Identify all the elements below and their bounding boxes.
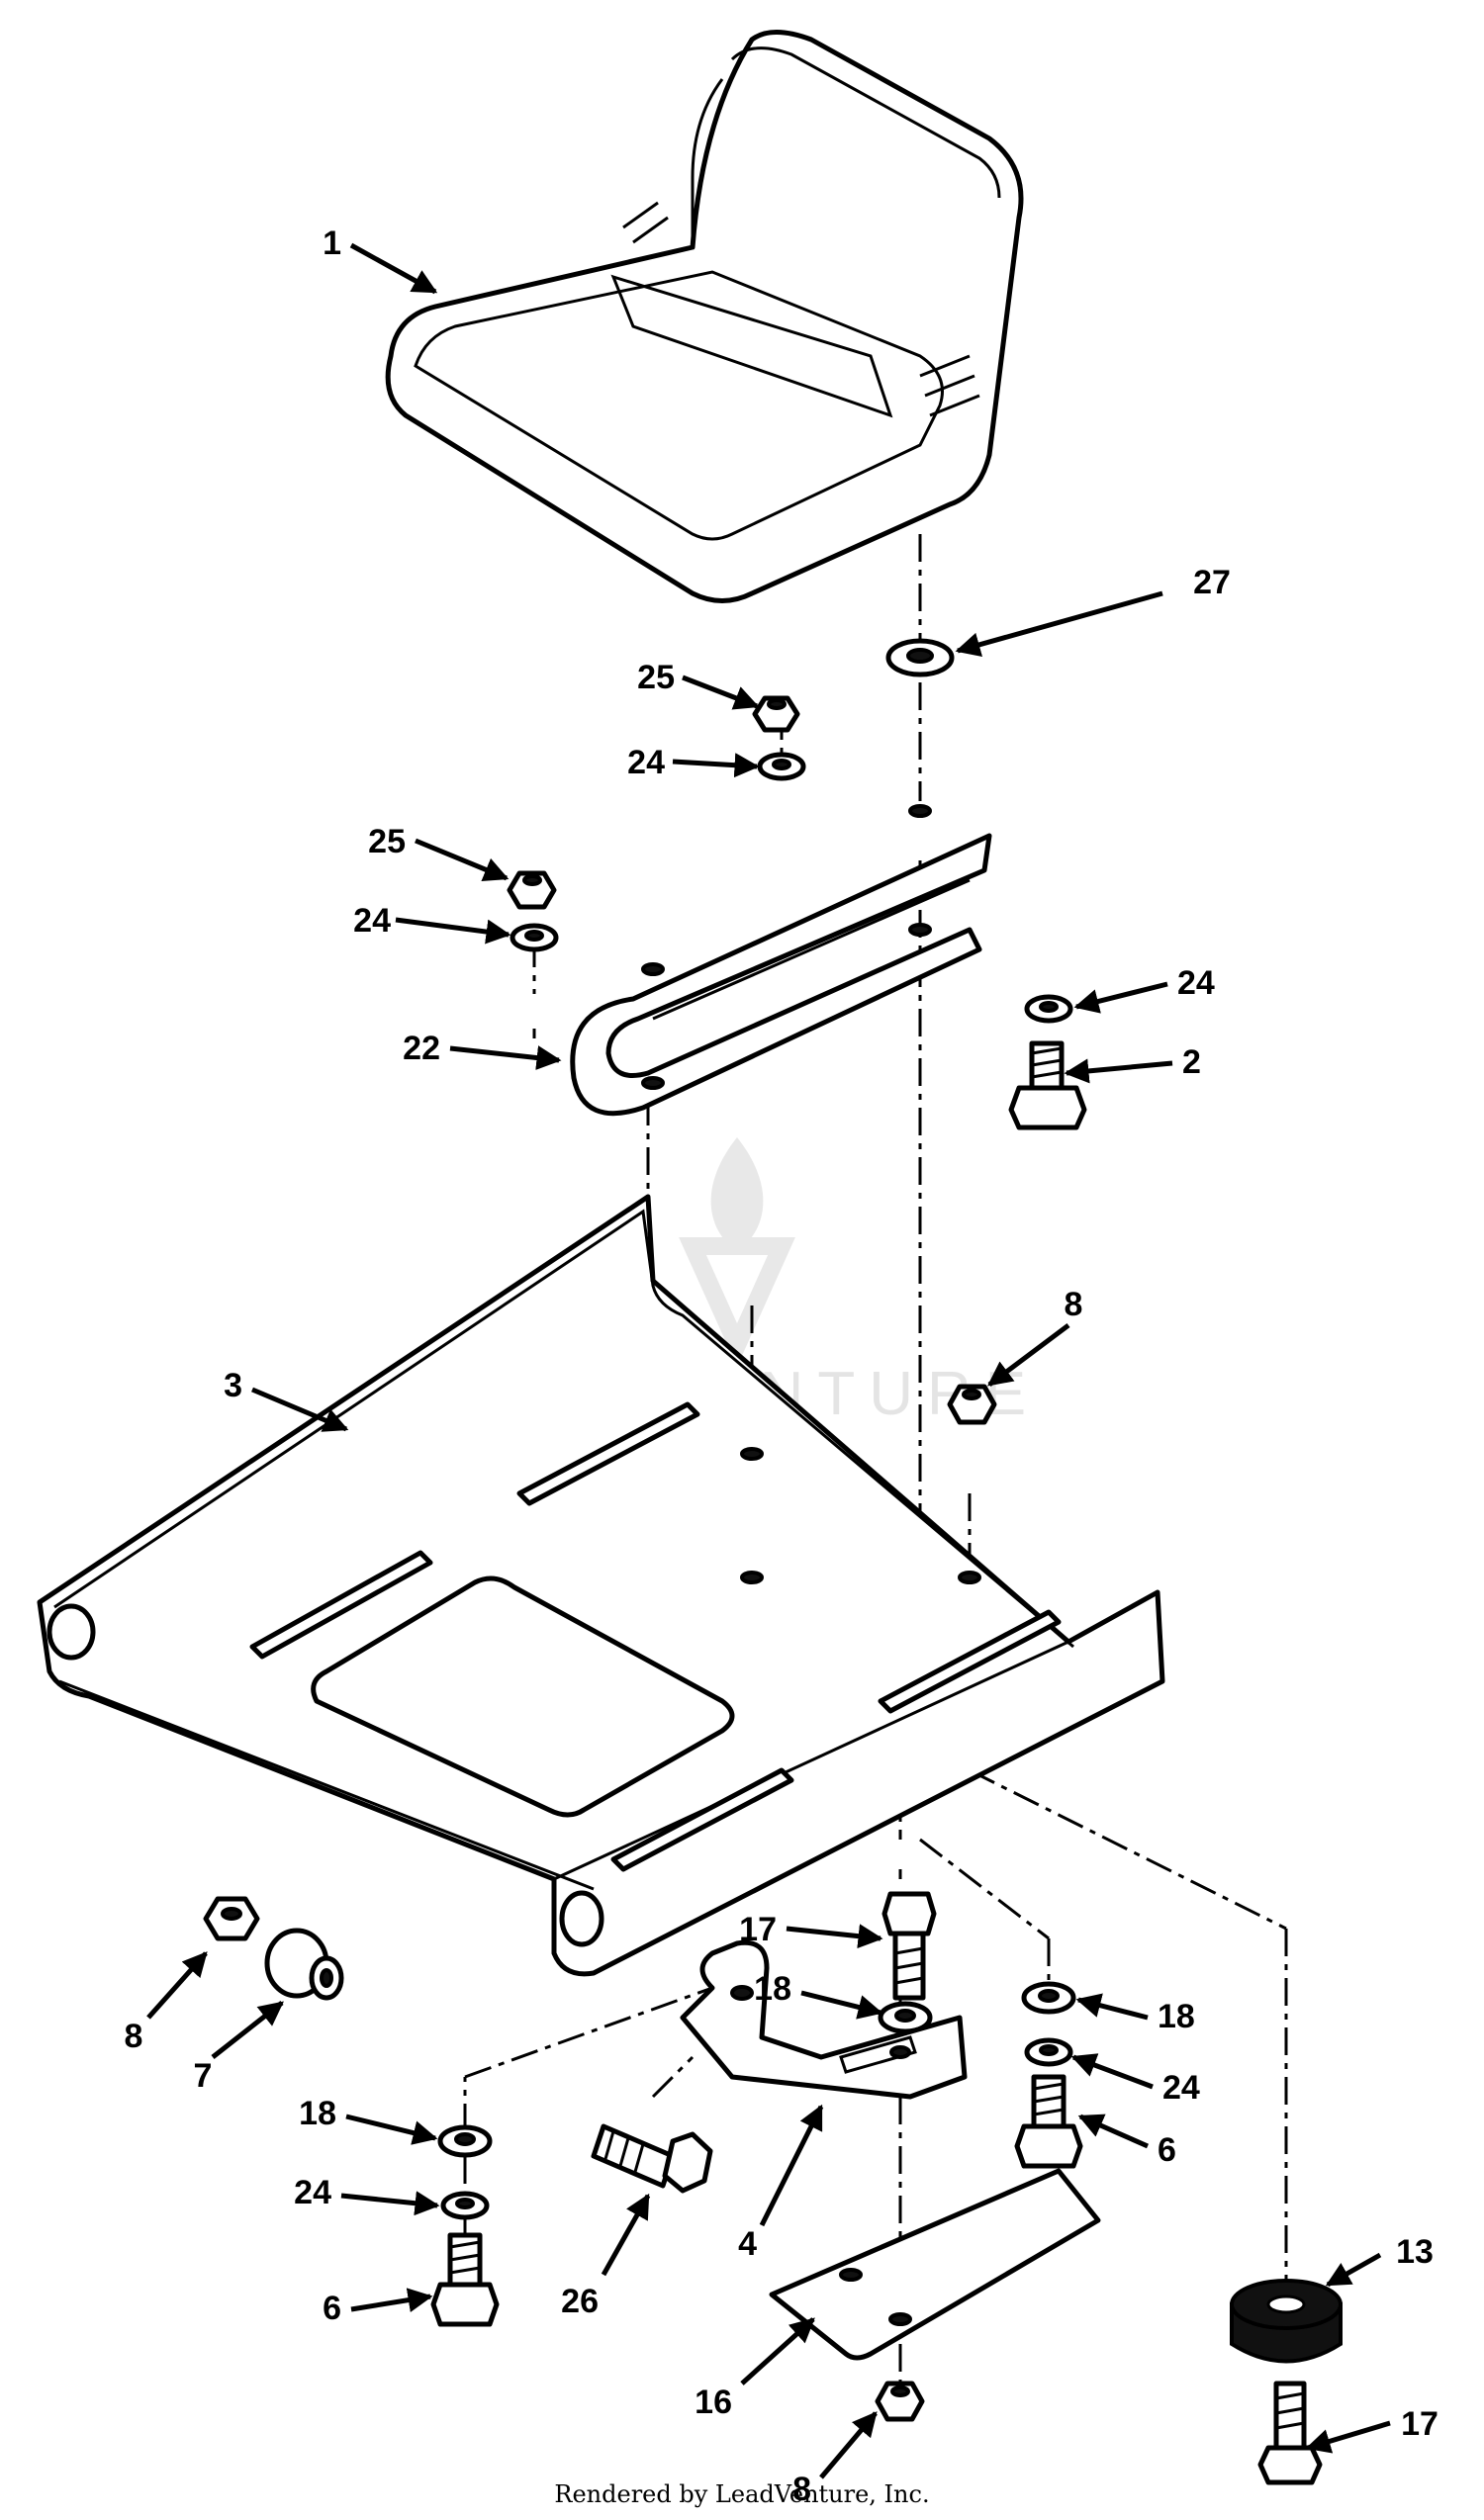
bolt-6-right <box>1014 2074 1083 2169</box>
callout-18: 18 <box>1158 1998 1195 2035</box>
lockwasher-24-upper <box>757 752 806 781</box>
plate-16 <box>769 2168 1101 2361</box>
washer-27 <box>885 638 955 677</box>
callout-24: 24 <box>294 2174 331 2211</box>
callout-18: 18 <box>754 1970 791 2008</box>
callout-labels: 1 27 25 24 25 24 22 24 2 3 8 8 7 17 18 1… <box>125 225 1438 2508</box>
bolt-17-center <box>881 1891 937 2001</box>
nut-8-right <box>947 1384 997 1425</box>
callout-17: 17 <box>1401 2405 1438 2443</box>
callout-24: 24 <box>627 744 665 781</box>
callout-6: 6 <box>323 2290 341 2327</box>
seat-spring-bracket <box>570 804 992 1117</box>
bolt-2 <box>1008 1040 1087 1130</box>
lockwasher-24-left <box>510 923 559 952</box>
callout-17: 17 <box>739 1911 777 1948</box>
seat <box>385 30 1024 603</box>
callout-22: 22 <box>403 1030 440 1067</box>
callout-24: 24 <box>1162 2069 1200 2107</box>
bolt-26 <box>591 2123 713 2194</box>
bolt-6-left <box>430 2232 500 2327</box>
callout-13: 13 <box>1396 2233 1434 2271</box>
seat-mounting-plate <box>37 1194 1165 1977</box>
callout-4: 4 <box>738 2225 757 2263</box>
bumper-13 <box>1230 2279 1343 2364</box>
washer-18-left <box>437 2124 493 2158</box>
bolt-17-bottom <box>1257 2381 1323 2485</box>
callout-24: 24 <box>353 902 391 940</box>
spacer-7 <box>264 1928 344 2001</box>
callout-7: 7 <box>194 2057 213 2095</box>
lockwasher-24-lower-right <box>1024 2037 1073 2067</box>
callout-27: 27 <box>1193 564 1231 601</box>
washer-18-right <box>1021 1981 1076 2015</box>
callout-25: 25 <box>368 823 406 860</box>
callout-2: 2 <box>1182 1043 1201 1081</box>
nut-8-left <box>203 1896 260 1941</box>
mount-bracket-4 <box>680 1939 968 2100</box>
callout-16: 16 <box>695 2384 732 2421</box>
footer-credit: Rendered by LeadVenture, Inc. <box>554 2480 930 2508</box>
nut-25-left <box>507 870 557 910</box>
callout-8: 8 <box>1065 1286 1083 1323</box>
callout-1: 1 <box>323 225 341 262</box>
nut-8-bottom <box>875 2381 925 2422</box>
callout-3: 3 <box>224 1367 242 1404</box>
callout-18: 18 <box>299 2095 336 2132</box>
callout-26: 26 <box>561 2283 599 2320</box>
lockwasher-24-lower-left <box>440 2191 490 2220</box>
callout-6: 6 <box>1158 2131 1176 2169</box>
leader-arrows <box>146 242 1391 2479</box>
callout-8: 8 <box>125 2018 143 2055</box>
callout-25: 25 <box>637 659 675 696</box>
callout-8: 8 <box>792 2471 811 2508</box>
nut-25-upper <box>752 695 800 733</box>
lockwasher-24-right <box>1024 994 1073 1024</box>
callout-24: 24 <box>1177 964 1215 1002</box>
